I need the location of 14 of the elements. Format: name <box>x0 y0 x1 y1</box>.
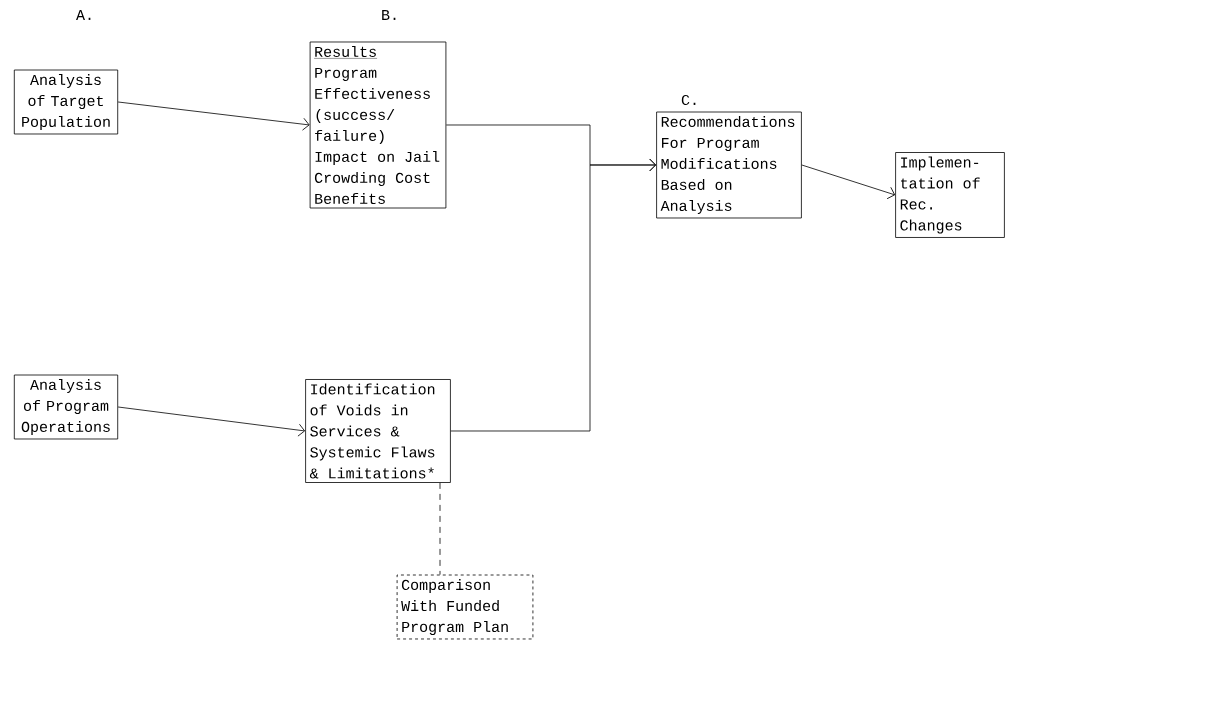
process-box: Identification of Voids in Services & Systemic Flaws & Limitations* <box>305 379 451 483</box>
process-box: Analysis of Program Operations <box>13 374 119 440</box>
dashed-box: Comparison With Funded Program Plan <box>396 574 534 640</box>
process-box: Implemen- tation of Rec. Changes <box>895 152 1005 238</box>
section-letter: A. <box>76 10 91 20</box>
process-box: Analysis of Target Population <box>13 69 119 135</box>
dashed-line <box>439 482 441 575</box>
arrow <box>117 101 310 131</box>
section-letter: B. <box>382 10 396 20</box>
arrow <box>117 406 306 437</box>
process-box: Results Program Effectiveness (success/ failure) Impact on Jail Crowding Cost Benefits <box>309 41 447 209</box>
arrow <box>450 158 657 432</box>
arrow <box>801 164 896 200</box>
process-box: Recommendations For Program Modifications Based on Analysis <box>656 111 802 219</box>
